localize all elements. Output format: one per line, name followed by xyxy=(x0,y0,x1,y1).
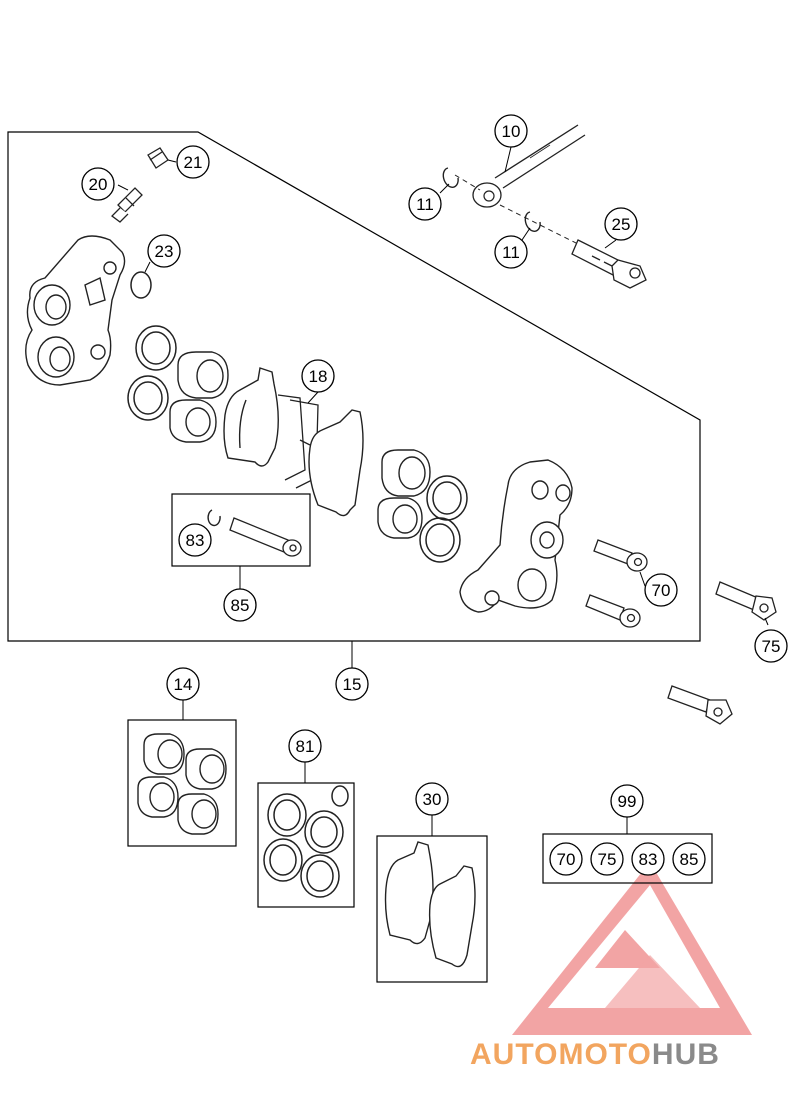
callout-30: 30 xyxy=(415,782,449,816)
svg-text:30: 30 xyxy=(423,790,442,809)
brake-line xyxy=(494,124,586,189)
svg-text:83: 83 xyxy=(639,850,658,869)
svg-text:83: 83 xyxy=(186,531,205,550)
svg-text:21: 21 xyxy=(184,153,203,172)
callout-70: 70 xyxy=(644,573,678,607)
kit-callout-75: 75 xyxy=(590,842,624,876)
svg-text:20: 20 xyxy=(89,175,108,194)
kit-callout-83: 83 xyxy=(631,842,665,876)
pad-pin-clip xyxy=(207,509,221,527)
svg-text:85: 85 xyxy=(231,596,250,615)
svg-text:85: 85 xyxy=(680,850,699,869)
banjo-bolt xyxy=(571,239,647,289)
callout-18: 18 xyxy=(301,359,335,393)
seal-kit-box xyxy=(257,782,355,908)
watermark-text-primary: AUTOMOTO xyxy=(470,1038,652,1071)
mounting-bolt-upper xyxy=(715,581,777,621)
brake-pad-left xyxy=(223,367,279,467)
callout-11-bottom: 11 xyxy=(494,235,528,269)
piston-seals-left xyxy=(127,325,177,421)
caliper-half-right xyxy=(459,459,573,613)
kit-callout-85: 85 xyxy=(672,842,706,876)
callout-99: 99 xyxy=(610,784,644,818)
svg-text:18: 18 xyxy=(309,367,328,386)
brake-pad-right xyxy=(308,409,364,517)
callout-75: 75 xyxy=(754,629,788,663)
watermark-text: AUTOMOTOHUB xyxy=(470,1038,720,1071)
callout-81: 81 xyxy=(288,729,322,763)
callout-11-top: 11 xyxy=(408,187,442,221)
callout-14: 14 xyxy=(166,667,200,701)
svg-text:75: 75 xyxy=(762,637,781,656)
svg-text:75: 75 xyxy=(598,850,617,869)
svg-text:70: 70 xyxy=(652,581,671,600)
caliper-assembly-frame xyxy=(7,131,701,642)
banjo-fitting xyxy=(472,182,502,208)
svg-text:10: 10 xyxy=(502,122,521,141)
caliper-bolt-lower xyxy=(585,594,641,628)
watermark-logo xyxy=(512,862,752,1035)
callout-25: 25 xyxy=(604,207,638,241)
svg-text:70: 70 xyxy=(557,850,576,869)
svg-text:15: 15 xyxy=(343,675,362,694)
callout-20: 20 xyxy=(81,167,115,201)
svg-text:99: 99 xyxy=(618,792,637,811)
svg-text:11: 11 xyxy=(416,195,434,214)
pistons-right xyxy=(377,449,431,539)
svg-text:11: 11 xyxy=(502,243,520,262)
o-ring-23 xyxy=(130,271,152,299)
callout-21: 21 xyxy=(176,145,210,179)
bleeder-cap xyxy=(147,147,169,169)
svg-text:25: 25 xyxy=(612,215,631,234)
callout-15: 15 xyxy=(335,667,369,701)
piston-seals-right xyxy=(419,475,468,563)
caliper-half-left xyxy=(25,235,126,386)
svg-text:81: 81 xyxy=(296,737,315,756)
pad-pin xyxy=(229,517,302,557)
watermark-text-secondary: HUB xyxy=(652,1038,720,1071)
pad-pin-kit-box xyxy=(171,493,311,567)
pistons-left xyxy=(169,351,229,443)
caliper-bolt-upper xyxy=(593,539,648,572)
brake-pad-kit-parts xyxy=(384,841,476,968)
svg-text:14: 14 xyxy=(174,675,193,694)
mounting-bolt-lower xyxy=(667,685,733,725)
sealing-ring-11-top xyxy=(442,167,459,188)
kit-callout-70: 70 xyxy=(549,842,583,876)
piston-kit-parts xyxy=(137,733,227,835)
piston-kit-box xyxy=(127,719,237,847)
callout-23: 23 xyxy=(147,234,181,268)
leader-10 xyxy=(504,146,512,173)
seal-kit-parts xyxy=(263,785,349,898)
svg-text:23: 23 xyxy=(155,242,174,261)
dash-axis xyxy=(454,174,581,246)
bleeder-screw xyxy=(111,187,143,223)
callout-10: 10 xyxy=(494,114,528,148)
callout-83: 83 xyxy=(178,523,212,557)
callout-85: 85 xyxy=(223,588,257,622)
